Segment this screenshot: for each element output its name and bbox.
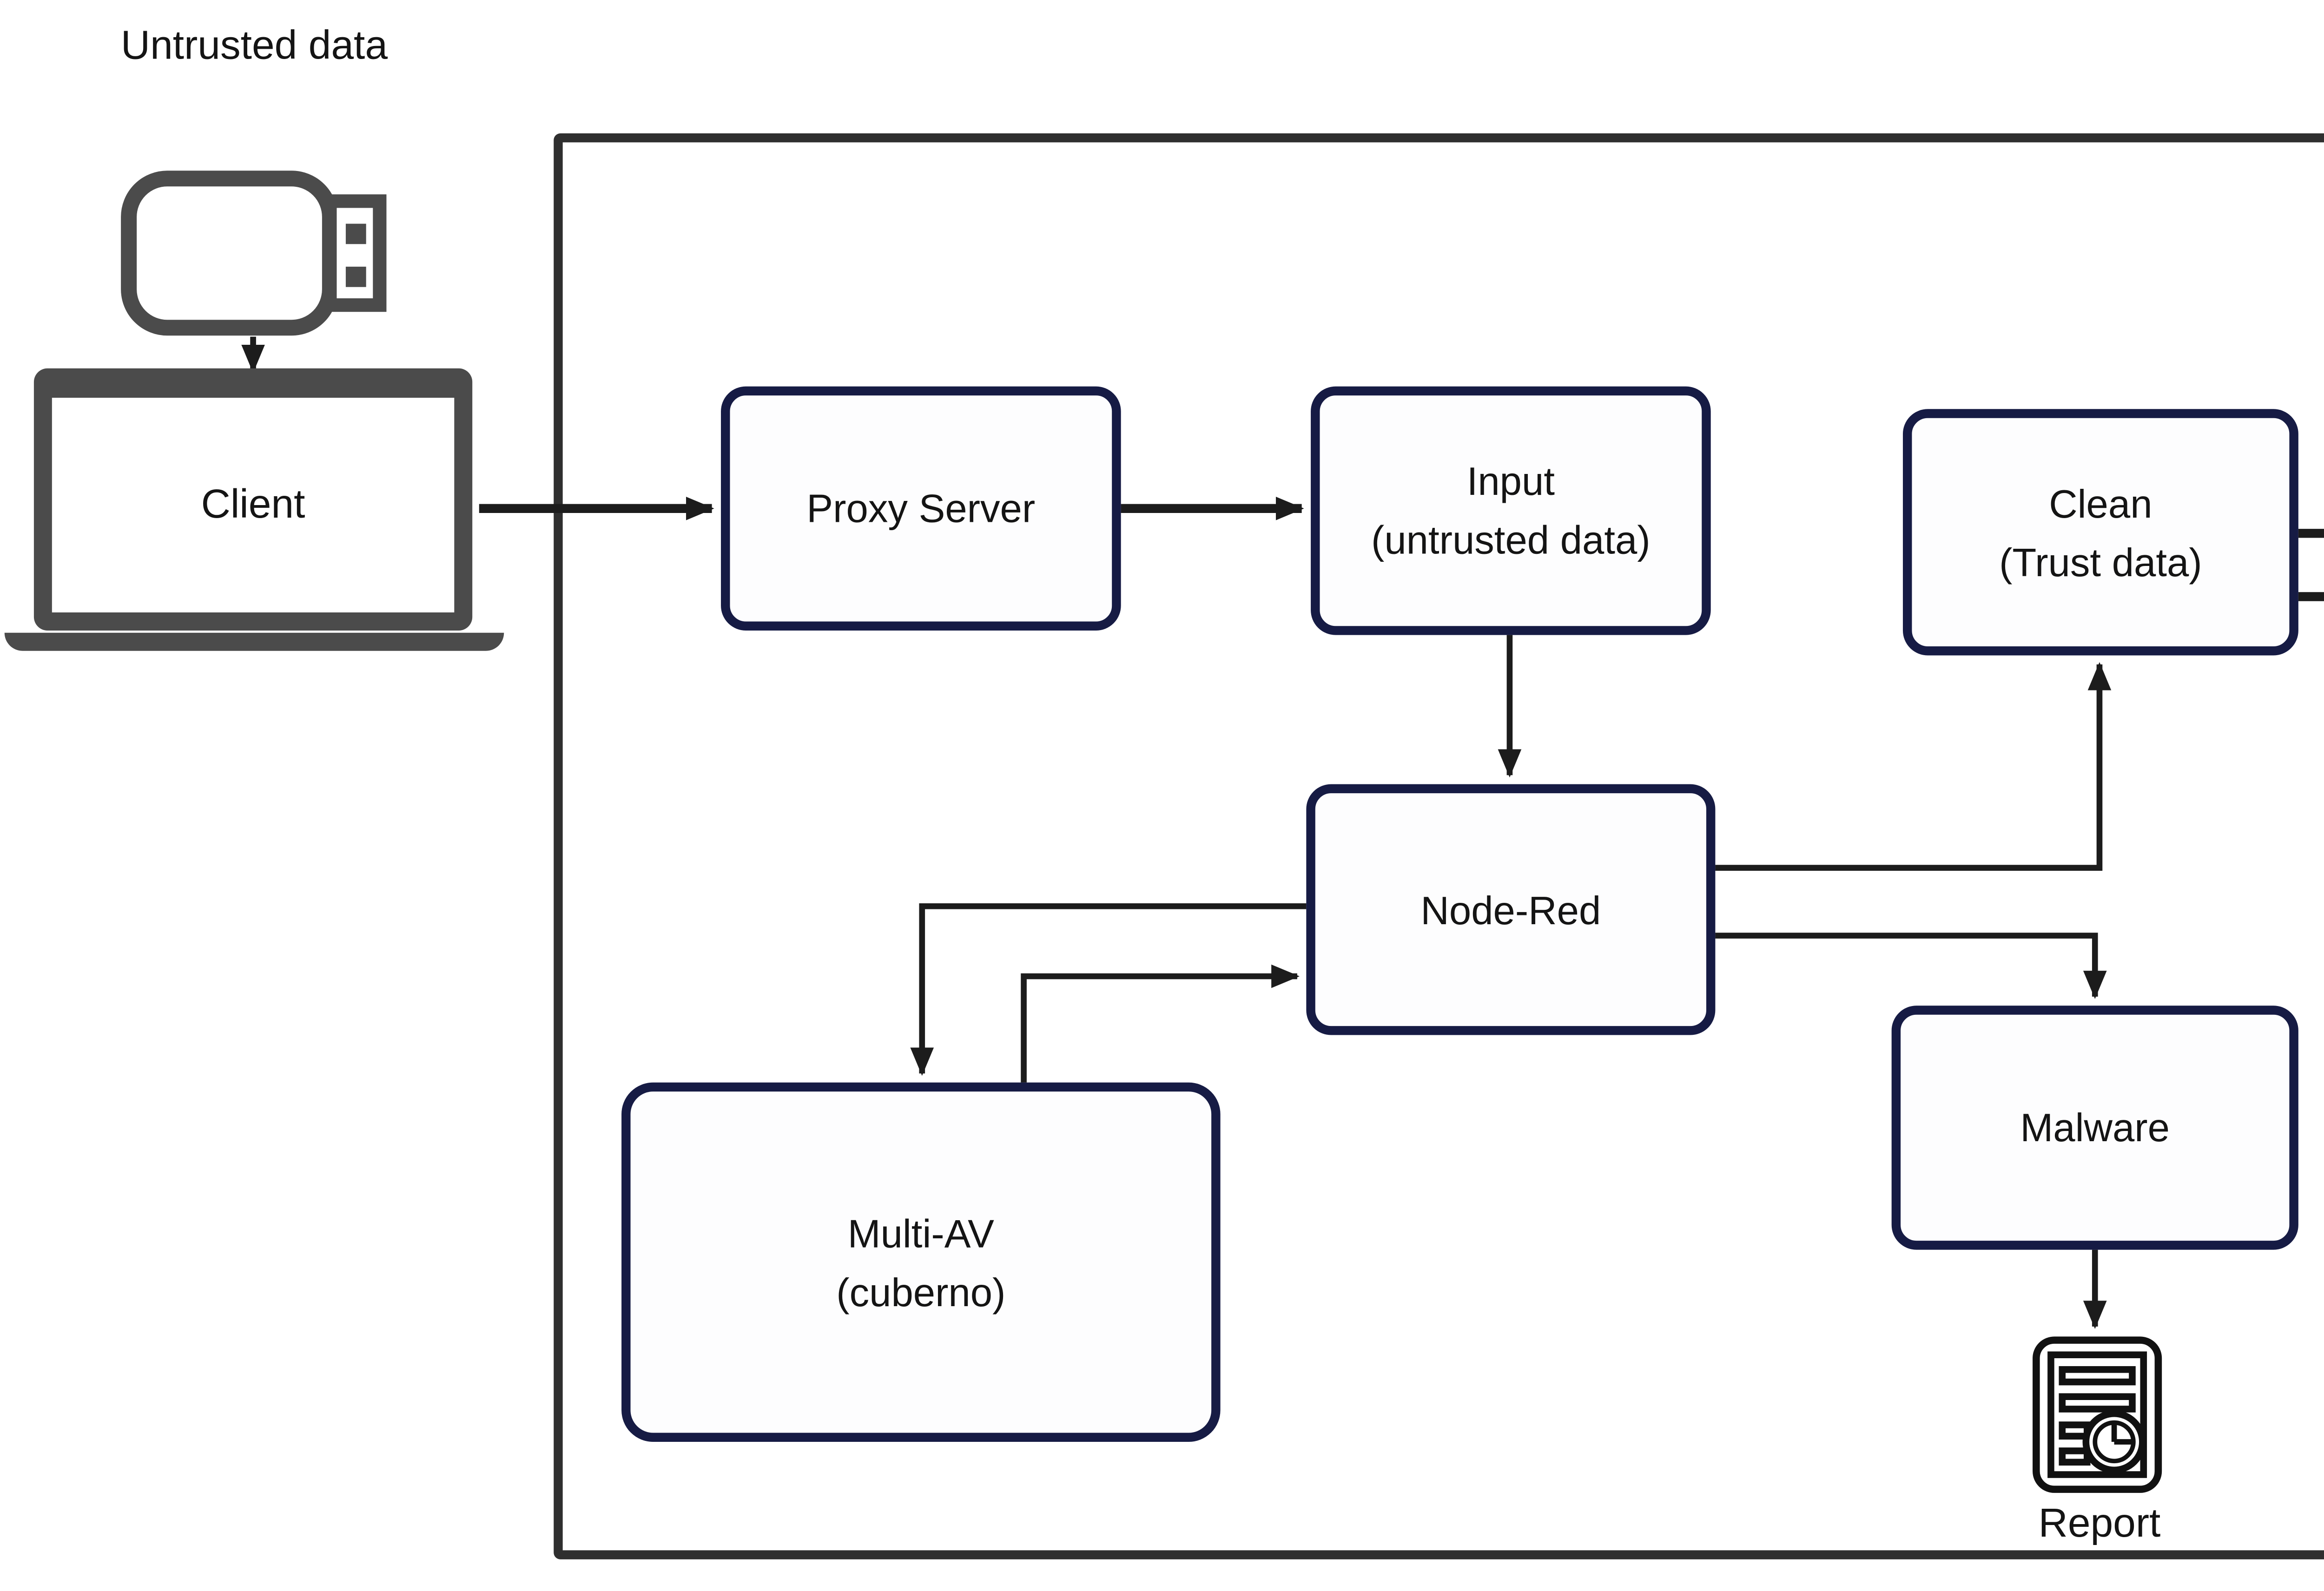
node-clean: Clean (Trust data) <box>1902 409 2298 656</box>
input-label-line2: (untrusted data) <box>1371 517 1651 563</box>
usb-drive-icon <box>121 171 387 336</box>
multi-av-label-line2: (cuberno) <box>836 1269 1006 1315</box>
clean-label-line2: (Trust data) <box>1999 539 2202 585</box>
node-proxy-server: Proxy Server <box>721 386 1121 631</box>
untrusted-data-label: Untrusted data <box>120 22 388 68</box>
input-label-line1: Input <box>1466 459 1555 504</box>
node-red-label: Node-Red <box>1420 887 1601 933</box>
edge-nodered-to-multiav <box>910 903 1307 1076</box>
report-icon <box>2033 1336 2162 1493</box>
edge-multiav-to-nodered <box>1021 964 1300 1083</box>
multi-av-label-line1: Multi-AV <box>847 1210 994 1256</box>
node-node-red: Node-Red <box>1306 784 1716 1035</box>
clean-label-line1: Clean <box>2049 480 2152 526</box>
edge-clean-to-completed-move <box>2298 592 2324 601</box>
client-laptop-icon: Client <box>33 368 473 631</box>
malware-label: Malware <box>2020 1105 2170 1151</box>
node-malware: Malware <box>1891 1006 2298 1250</box>
node-input: Input (untrusted data) <box>1311 386 1711 635</box>
system-boundary <box>554 133 2324 1559</box>
proxy-server-label: Proxy Server <box>806 486 1036 531</box>
client-label: Client <box>201 481 305 527</box>
edge-nodered-to-malware <box>1715 933 2107 999</box>
node-multi-av: Multi-AV (cuberno) <box>621 1082 1221 1442</box>
report-label: Report <box>2038 1500 2161 1546</box>
client-laptop-base <box>4 632 504 651</box>
edge-clean-to-archive-cp <box>2298 529 2324 538</box>
edge-nodered-to-clean <box>1715 662 2112 871</box>
